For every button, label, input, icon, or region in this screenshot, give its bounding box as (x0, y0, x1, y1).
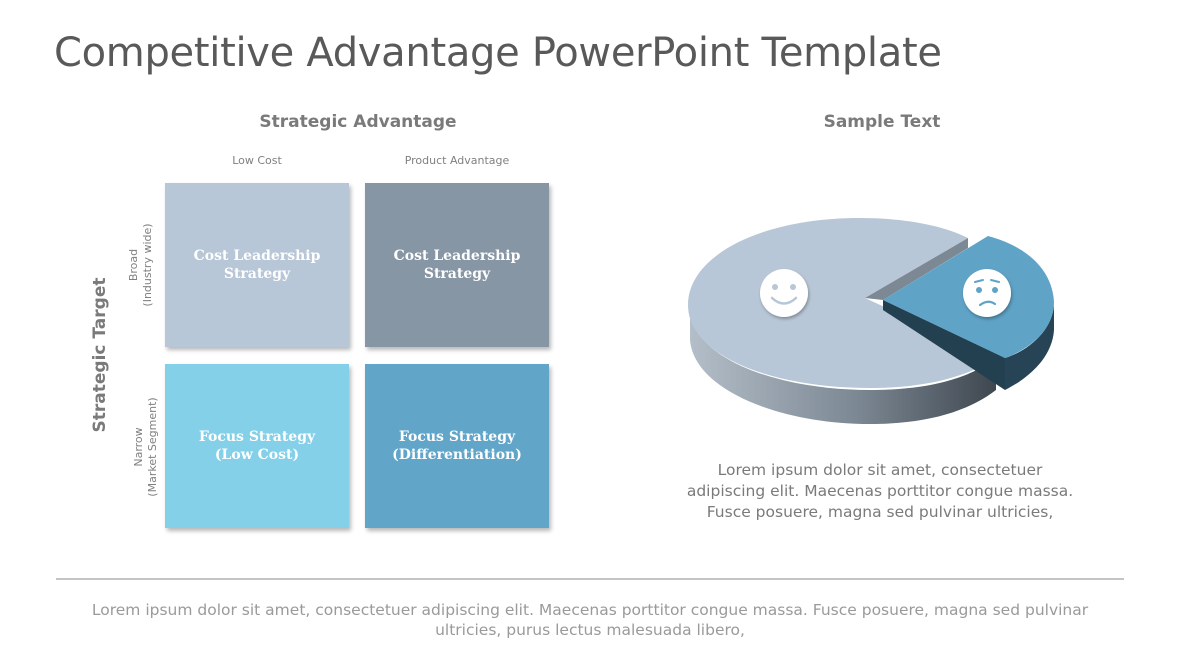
happy-slice-top (688, 218, 996, 388)
matrix-cell-broad-product-advantage: Cost Leadership Strategy (365, 183, 549, 347)
happy-slice-side (690, 310, 996, 424)
cell-label: Cost Leadership Strategy (393, 248, 521, 282)
cell-label: Focus Strategy (Low Cost) (198, 429, 316, 463)
cell-label: Cost Leadership Strategy (193, 248, 321, 282)
slide-title: Competitive Advantage PowerPoint Templat… (54, 30, 942, 76)
matrix-cell-broad-low-cost: Cost Leadership Strategy (165, 183, 349, 347)
smiley-face-icon (760, 269, 808, 317)
worried-face-icon (963, 269, 1011, 317)
strategic-target-axis-label: Strategic Target (90, 277, 110, 433)
footer-text: Lorem ipsum dolor sit amet, consectetuer… (91, 601, 1089, 639)
column-label-product-advantage: Product Advantage (404, 154, 510, 167)
row-label-narrow: Narrow (Market Segment) (132, 397, 159, 497)
matrix-heading: Strategic Advantage (259, 112, 457, 132)
matrix-cell-narrow-differentiation: Focus Strategy (Differentiation) (365, 364, 549, 528)
matrix-cell-narrow-low-cost: Focus Strategy (Low Cost) (165, 364, 349, 528)
column-label-low-cost: Low Cost (232, 154, 282, 167)
3d-pie-chart (680, 210, 1070, 440)
cell-label: Focus Strategy (Differentiation) (392, 429, 522, 463)
pie-caption: Lorem ipsum dolor sit amet, consectetuer… (686, 461, 1074, 521)
row-label-broad: Broad (Industry wide) (127, 223, 154, 307)
pie-heading: Sample Text (823, 112, 941, 132)
footer-divider (56, 578, 1124, 580)
